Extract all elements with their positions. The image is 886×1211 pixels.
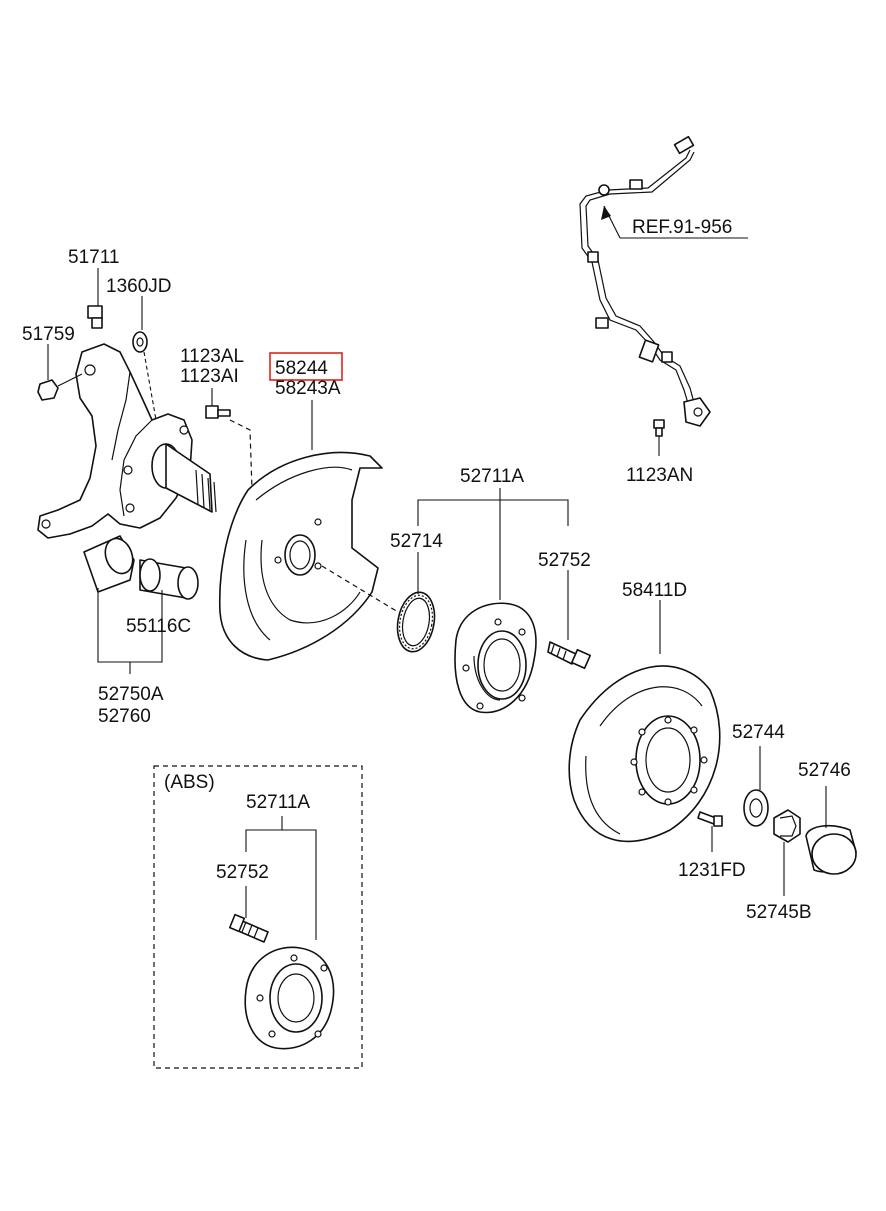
bolt-1123AL: [205, 388, 253, 491]
label-52752: 52752: [538, 550, 591, 571]
label-52744: 52744: [732, 722, 785, 743]
label-58244: 58244: [275, 358, 328, 379]
bushing-55116C: [139, 558, 199, 600]
label-52711A: 52711A: [460, 466, 524, 487]
abs-label-52711A: 52711A: [246, 792, 310, 813]
label-1123AN: 1123AN: [626, 465, 693, 486]
label-52746: 52746: [798, 760, 851, 781]
label-1360JD: 1360JD: [106, 276, 172, 297]
washer-52744: [743, 746, 769, 827]
abs-hub-stud: [228, 913, 269, 943]
abs-inset: (ABS) 52711A 52752: [153, 765, 363, 1069]
nut-52745B: [773, 809, 801, 896]
abs-wheel-speed-sensor: [579, 135, 711, 427]
label-55116C: 55116C: [126, 616, 191, 637]
label-52760: 52760: [98, 706, 151, 727]
ref-callout: REF.91-956: [601, 205, 748, 239]
label-1231FD: 1231FD: [678, 860, 746, 881]
label-51759: 51759: [22, 324, 75, 345]
brake-disc-58411D: [568, 600, 721, 843]
highlight-box: [269, 352, 343, 381]
label-51711: 51711: [68, 247, 119, 268]
wheel-hub-52711A: [454, 602, 537, 714]
abs-label-52752: 52752: [216, 862, 269, 883]
nut-51759: [37, 344, 83, 401]
screw-1231FD: [697, 811, 723, 852]
ref-label: REF.91-956: [632, 217, 732, 238]
label-1123AL: 1123AL: [180, 346, 244, 367]
label-52750A: 52750A: [98, 684, 164, 705]
hub-stud-52752: [547, 570, 592, 670]
bolt-51711: [87, 268, 103, 329]
bracket-52750A: [97, 588, 163, 674]
abs-label: (ABS): [164, 772, 215, 793]
abs-wheel-hub: [244, 946, 335, 1050]
bracket-52711A: [417, 488, 569, 600]
steering-knuckle: [37, 343, 217, 539]
washer-1360JD: [132, 296, 157, 421]
label-58243A: 58243A: [275, 378, 341, 399]
bolt-1123AN: [653, 419, 665, 456]
bushing-large: [83, 535, 135, 593]
label-52714: 52714: [390, 531, 443, 552]
dust-shield-58244: [218, 400, 399, 661]
label-58411D: 58411D: [622, 580, 687, 601]
tone-ring-52714: [396, 552, 436, 653]
label-1123AI: 1123AI: [180, 366, 239, 387]
label-52745B: 52745B: [746, 902, 812, 923]
hub-cap-52746: [805, 786, 857, 875]
